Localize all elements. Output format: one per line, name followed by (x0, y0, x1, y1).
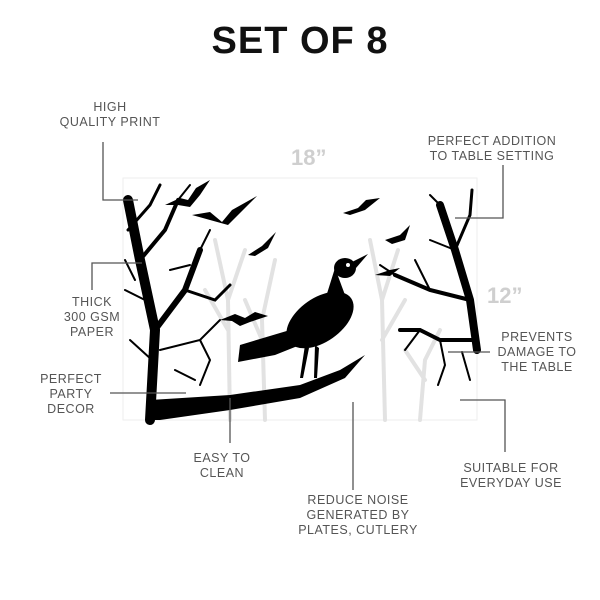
feature-easy-to-clean: EASY TO CLEAN (193, 451, 251, 480)
crow (238, 254, 368, 378)
feature-reduce-noise: REDUCE NOISE GENERATED BY PLATES, CUTLER… (298, 493, 418, 537)
width-dimension: 18” (291, 145, 327, 170)
feature-high-quality-print: HIGH QUALITY PRINT (59, 100, 161, 129)
feature-thick-paper: THICK 300 GSM PAPER (63, 295, 121, 339)
left-tree (123, 183, 232, 425)
feature-prevents-damage: PREVENTS DAMAGE TO THE TABLE (497, 330, 577, 374)
title: SET OF 8 (211, 20, 389, 62)
height-dimension: 12” (487, 283, 523, 308)
feature-perfect-party-decor: PERFECT PARTY DECOR (40, 372, 102, 416)
leader-lines (91, 142, 506, 490)
bats (165, 180, 410, 326)
branch (150, 355, 365, 420)
right-tree (379, 188, 481, 386)
feature-suitable-everyday: SUITABLE FOR EVERYDAY USE (460, 461, 562, 490)
placemat (122, 177, 478, 421)
feature-perfect-addition: PERFECT ADDITION TO TABLE SETTING (427, 134, 557, 163)
